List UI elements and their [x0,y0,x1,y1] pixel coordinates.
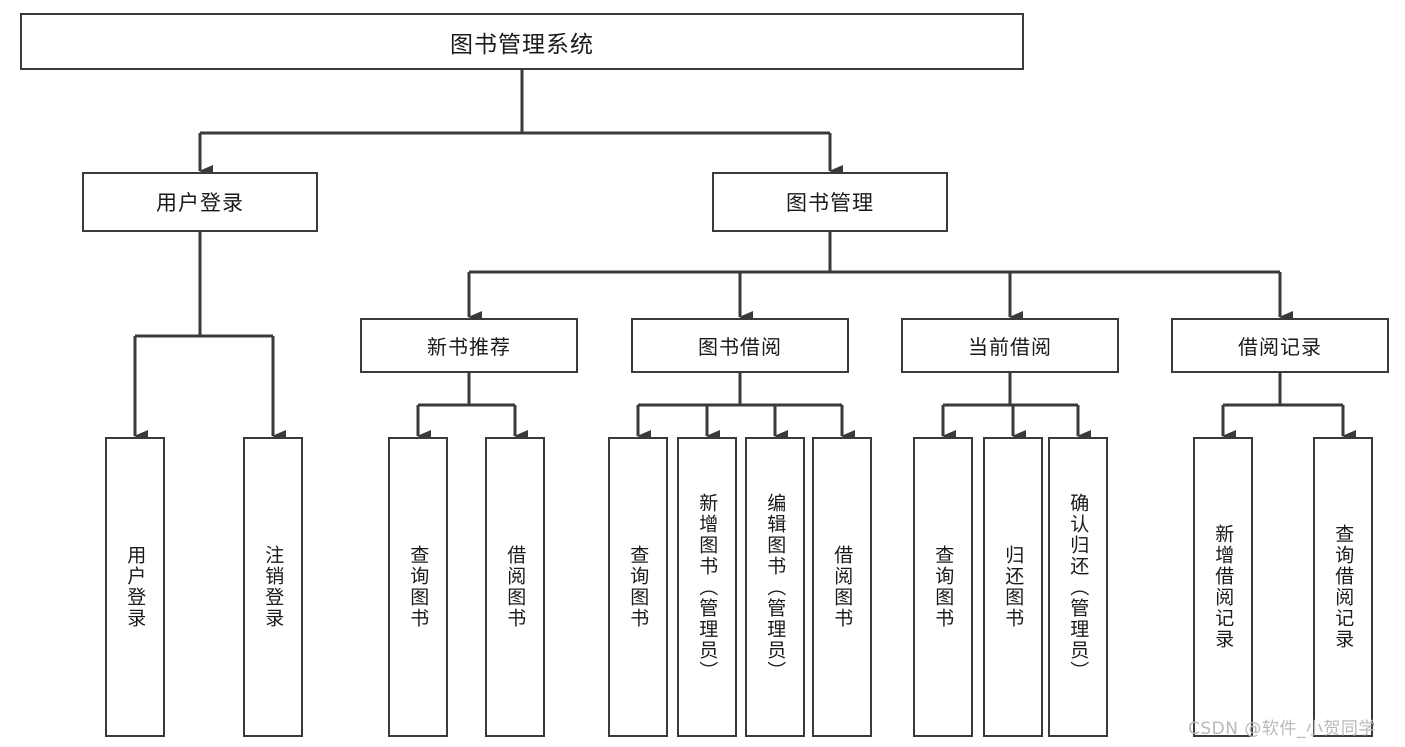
node-book-manage[interactable]: 图书管理 [712,172,948,232]
leaf-query-book-current[interactable]: 查询图书 [913,437,973,737]
leaf-borrow-book-label: 借阅图书 [831,545,854,629]
leaf-user-logout[interactable]: 注销登录 [243,437,303,737]
node-book-manage-label: 图书管理 [786,191,874,215]
leaf-query-book-borrow[interactable]: 查询图书 [608,437,668,737]
leaf-user-login[interactable]: 用户登录 [105,437,165,737]
node-user-login[interactable]: 用户登录 [82,172,318,232]
leaf-query-book-borrow-label: 查询图书 [627,545,650,629]
leaf-add-book-admin-label: 新增图书（管理员） [696,492,719,682]
leaf-query-borrow-record[interactable]: 查询借阅记录 [1313,437,1373,737]
leaf-add-borrow-record-label: 新增借阅记录 [1212,524,1235,650]
node-current-borrow-label: 当前借阅 [968,335,1052,359]
leaf-borrow-book[interactable]: 借阅图书 [812,437,872,737]
leaf-add-borrow-record[interactable]: 新增借阅记录 [1193,437,1253,737]
node-borrow-record[interactable]: 借阅记录 [1171,318,1389,373]
leaf-confirm-return-admin[interactable]: 确认归还（管理员） [1048,437,1108,737]
node-root-label: 图书管理系统 [450,31,594,58]
node-new-book-recommend-label: 新书推荐 [427,335,511,359]
connector-lines [133,70,1356,442]
leaf-add-book-admin[interactable]: 新增图书（管理员） [677,437,737,737]
leaf-edit-book-admin[interactable]: 编辑图书（管理员） [745,437,805,737]
node-current-borrow[interactable]: 当前借阅 [901,318,1119,373]
leaf-user-logout-label: 注销登录 [262,545,285,629]
node-user-login-label: 用户登录 [156,191,244,215]
leaf-borrow-book-recommend[interactable]: 借阅图书 [485,437,545,737]
leaf-edit-book-admin-label: 编辑图书（管理员） [764,492,787,682]
leaf-query-book-recommend[interactable]: 查询图书 [388,437,448,737]
node-root[interactable]: 图书管理系统 [20,13,1024,70]
node-book-borrow[interactable]: 图书借阅 [631,318,849,373]
node-book-borrow-label: 图书借阅 [698,335,782,359]
node-new-book-recommend[interactable]: 新书推荐 [360,318,578,373]
leaf-confirm-return-admin-label: 确认归还（管理员） [1067,492,1090,682]
leaf-return-book-label: 归还图书 [1002,545,1025,629]
leaf-query-book-recommend-label: 查询图书 [407,545,430,629]
leaf-query-borrow-record-label: 查询借阅记录 [1332,524,1355,650]
leaf-query-book-current-label: 查询图书 [932,545,955,629]
leaf-return-book[interactable]: 归还图书 [983,437,1043,737]
leaf-borrow-book-recommend-label: 借阅图书 [504,545,527,629]
csdn-watermark: CSDN @软件_小贺同学 [1188,719,1376,739]
leaf-user-login-label: 用户登录 [124,545,147,629]
node-borrow-record-label: 借阅记录 [1238,335,1322,359]
